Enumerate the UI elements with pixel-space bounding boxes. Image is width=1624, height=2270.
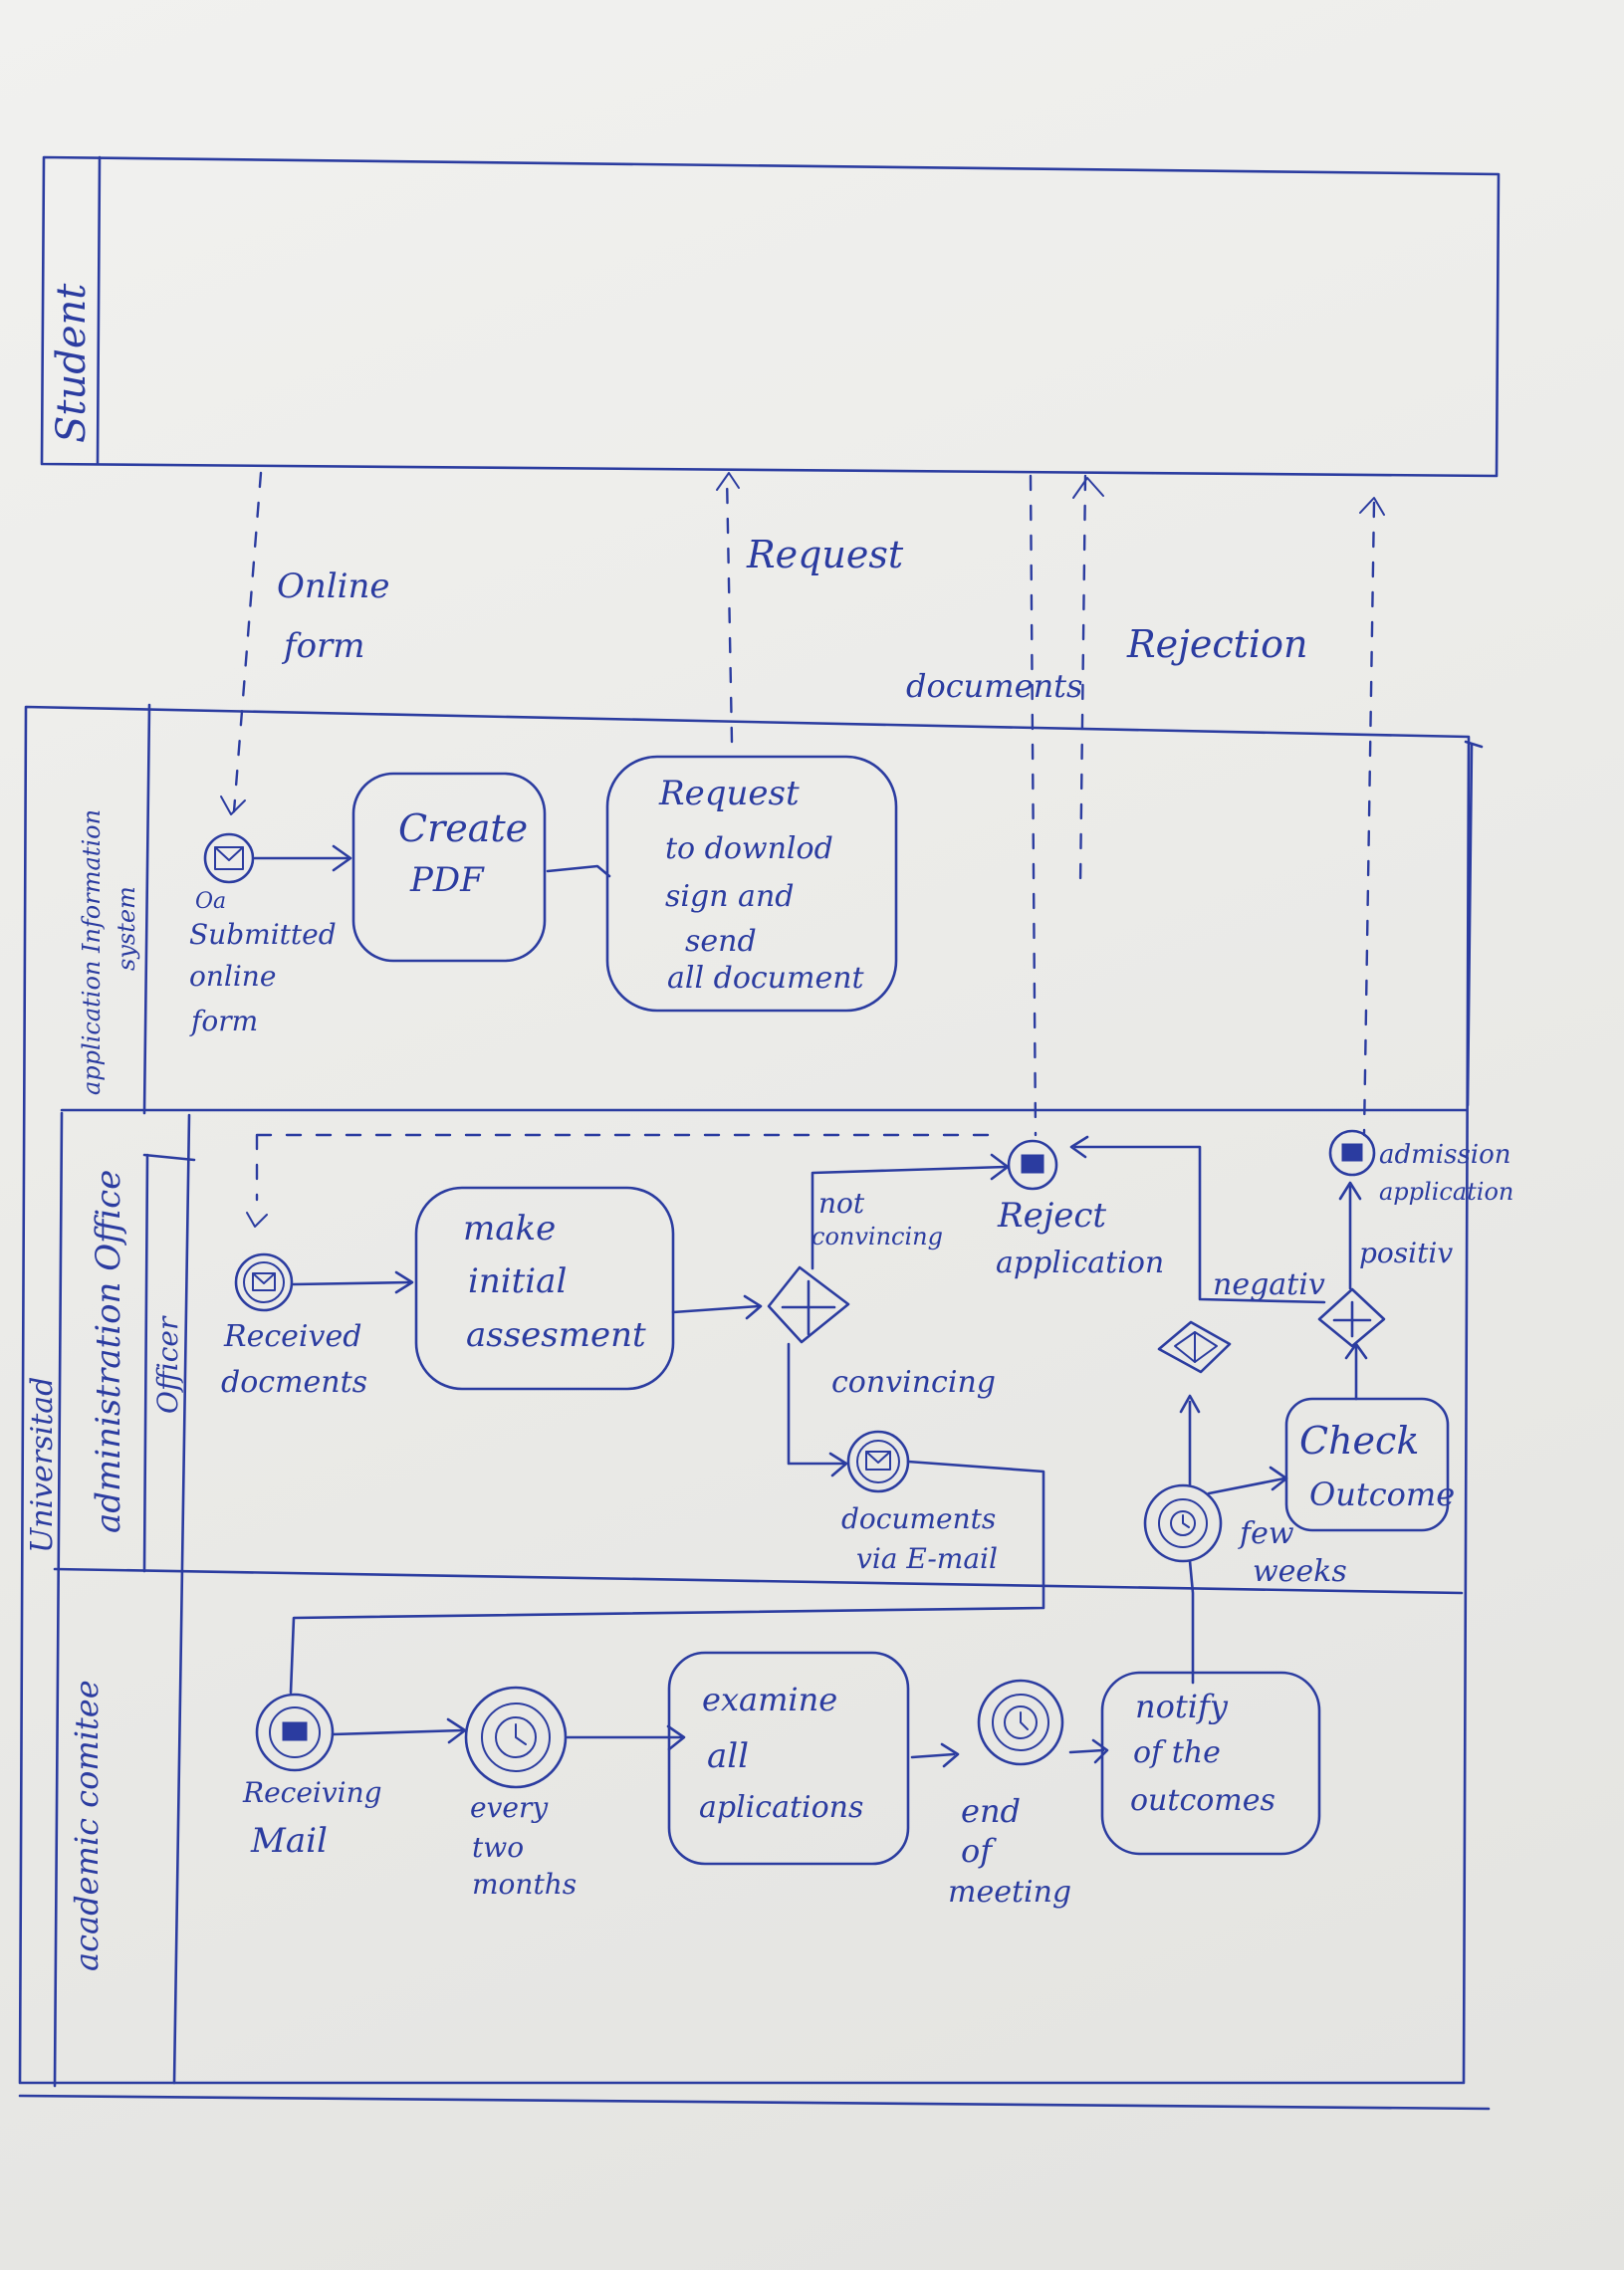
flow-positive: positiv bbox=[1359, 1237, 1453, 1269]
task-check-outcome: Check Outcome bbox=[1284, 1397, 1455, 1532]
task-examine-1: examine bbox=[702, 1681, 837, 1718]
task-request-documents: Request to downlod sign and send all doc… bbox=[605, 755, 898, 1013]
university-pool-label: Universitad bbox=[25, 1377, 60, 1553]
submitted-label-3: form bbox=[189, 1005, 258, 1037]
university-pool: Universitad application Information syst… bbox=[18, 703, 1491, 2111]
submitted-prefix: Oa bbox=[195, 889, 226, 914]
task-request-3: sign and bbox=[665, 879, 794, 914]
task-examine-2: all bbox=[707, 1736, 749, 1776]
lane-label-ais-1: application Information bbox=[78, 809, 106, 1095]
task-create-pdf: Create PDF bbox=[351, 772, 547, 963]
message-flows: Online form Request documents Rejection bbox=[220, 471, 1385, 1228]
received-documents-event: Received docments bbox=[221, 1252, 367, 1400]
end-of-meeting-timer: end of meeting bbox=[948, 1679, 1071, 1910]
docs-email-label-1: documents bbox=[841, 1502, 996, 1535]
receiving-mail-label-1: Receiving bbox=[242, 1776, 382, 1809]
few-weeks-timer: few weeks bbox=[1143, 1483, 1347, 1589]
submitted-label-1: Submitted bbox=[189, 918, 337, 951]
reject-label-1: Reject bbox=[997, 1196, 1106, 1236]
task-notify-2: of the bbox=[1133, 1735, 1221, 1770]
two-months-label-1: every bbox=[470, 1791, 549, 1824]
flow-convincing: convincing bbox=[831, 1365, 996, 1400]
gateway-event-based bbox=[1157, 1320, 1232, 1374]
few-weeks-label-2: weeks bbox=[1253, 1554, 1347, 1589]
task-request-2: to downlod bbox=[665, 831, 833, 866]
task-notify-1: notify bbox=[1135, 1688, 1229, 1725]
submitted-form-event: Oa Submitted online form bbox=[189, 832, 337, 1037]
every-two-months-timer: every two months bbox=[464, 1686, 577, 1901]
receiving-mail-event: Receiving Mail bbox=[242, 1693, 382, 1861]
lane-label-committee: academic comitee bbox=[68, 1680, 106, 1971]
msg-rejection: Rejection bbox=[1126, 622, 1307, 666]
task-initial-assessment: make initial assesment bbox=[414, 1186, 675, 1391]
gateway-convincing bbox=[767, 1265, 850, 1344]
msg-request: Request bbox=[746, 533, 904, 576]
gateway-outcome bbox=[1317, 1287, 1386, 1348]
admission-label-2: application bbox=[1379, 1178, 1513, 1206]
lane-label-admin: administration Office bbox=[89, 1170, 128, 1533]
msg-documents: documents bbox=[906, 667, 1082, 705]
task-notify-outcomes: notify of the outcomes bbox=[1100, 1671, 1321, 1856]
end-meeting-label-1: end bbox=[961, 1792, 1021, 1830]
task-request-4: send bbox=[685, 924, 757, 959]
reject-application-event: Reject application bbox=[996, 1139, 1164, 1280]
flow-negative: negativ bbox=[1213, 1267, 1325, 1302]
lane-label-officer: Officer bbox=[151, 1315, 184, 1414]
task-create-pdf-2: PDF bbox=[409, 860, 485, 900]
student-pool: Student bbox=[40, 155, 1501, 478]
task-examine-3: aplications bbox=[699, 1790, 863, 1825]
task-create-pdf-1: Create bbox=[398, 806, 528, 850]
two-months-label-3: months bbox=[472, 1868, 577, 1901]
docs-email-label-2: via E-mail bbox=[856, 1542, 998, 1575]
end-meeting-label-2: of bbox=[961, 1832, 997, 1870]
end-meeting-label-3: meeting bbox=[948, 1875, 1071, 1910]
received-label-2: docments bbox=[221, 1365, 367, 1400]
task-request-5: all document bbox=[667, 961, 865, 996]
task-request-1: Request bbox=[658, 774, 800, 813]
two-months-label-2: two bbox=[472, 1831, 524, 1864]
task-initial-1: make bbox=[463, 1209, 556, 1248]
flow-not-convincing-2: convincing bbox=[812, 1223, 943, 1250]
reject-label-2: application bbox=[996, 1246, 1164, 1280]
task-initial-2: initial bbox=[468, 1261, 567, 1301]
admission-label-1: admission bbox=[1379, 1140, 1511, 1170]
task-examine-applications: examine all aplications bbox=[667, 1651, 910, 1866]
task-check-1: Check bbox=[1299, 1419, 1419, 1463]
student-pool-label: Student bbox=[49, 283, 95, 443]
msg-online-form-2: form bbox=[281, 626, 365, 666]
task-initial-3: assesment bbox=[466, 1315, 646, 1355]
msg-online-form-1: Online bbox=[277, 567, 390, 606]
few-weeks-label-1: few bbox=[1238, 1516, 1294, 1551]
flow-not-convincing-1: not bbox=[818, 1187, 865, 1220]
admission-event: admission application bbox=[1328, 1129, 1513, 1206]
task-check-2: Outcome bbox=[1309, 1476, 1455, 1513]
submitted-label-2: online bbox=[189, 960, 276, 993]
lane-label-ais-2: system bbox=[113, 886, 140, 971]
task-notify-3: outcomes bbox=[1130, 1783, 1276, 1818]
receiving-mail-label-2: Mail bbox=[250, 1821, 328, 1861]
docs-email-event: documents via E-mail bbox=[841, 1430, 998, 1575]
received-label-1: Received bbox=[223, 1319, 361, 1354]
